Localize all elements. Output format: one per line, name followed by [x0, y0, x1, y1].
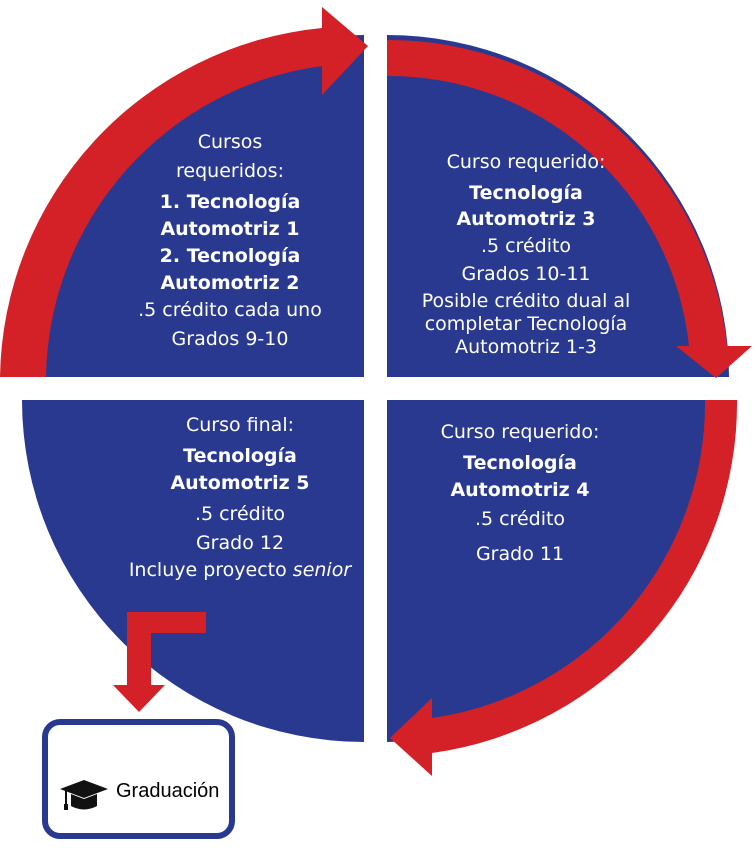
- course-1-title: 1. Tecnología: [159, 191, 301, 213]
- quadrant-top-left-text: Cursos requeridos: 1. Tecnología Automot…: [110, 131, 350, 351]
- label-requeridos: requeridos:: [176, 160, 284, 182]
- course-3-title: Tecnología: [469, 182, 583, 204]
- grade-text: Grado 11: [475, 543, 565, 565]
- dual-credit-line-3: Automotriz 1-3: [455, 336, 597, 358]
- course-4-title: Tecnología: [463, 452, 577, 474]
- course-4-subtitle: Automotriz 4: [450, 479, 590, 501]
- grade-text: Grado 12: [195, 532, 285, 554]
- course-5-subtitle: Automotriz 5: [170, 472, 310, 494]
- dual-credit-line-2: completar Tecnología: [424, 313, 628, 335]
- label-curso-requerido: Curso requerido:: [446, 151, 606, 173]
- quadrant-top-right: [387, 35, 729, 377]
- graduation-box: Graduación: [42, 719, 235, 839]
- quadrant-bottom-right: [387, 400, 729, 742]
- label-curso-requerido: Curso requerido:: [440, 421, 600, 443]
- credit-text: .5 crédito: [480, 235, 572, 257]
- credit-text: .5 crédito: [474, 508, 566, 530]
- grades-text: Grados 10-11: [461, 263, 591, 285]
- label-curso-final: Curso final:: [185, 414, 295, 436]
- graduation-cap-icon: [60, 780, 108, 810]
- course-1-subtitle: Automotriz 1: [160, 218, 300, 240]
- course-2-subtitle: Automotriz 2: [160, 272, 300, 294]
- credit-text: .5 crédito: [194, 503, 286, 525]
- arrow-bottom-right: [390, 400, 738, 776]
- senior-project-prefix: Incluye proyecto: [128, 559, 287, 581]
- credit-text: .5 crédito cada uno: [138, 299, 322, 321]
- course-2-title: 2. Tecnología: [159, 245, 301, 267]
- graduation-label: Graduación: [116, 780, 220, 802]
- quadrant-bottom-left: [22, 400, 364, 742]
- senior-project-text: Incluye proyecto senior: [110, 559, 370, 582]
- label-cursos: Cursos: [197, 131, 263, 153]
- arrow-top-left: [0, 7, 368, 377]
- course-5-title: Tecnología: [183, 445, 297, 467]
- arrow-top-right: [387, 39, 752, 379]
- grades-text: Grados 9-10: [171, 328, 289, 350]
- arrow-to-graduation: [113, 612, 206, 712]
- dual-credit-line-1: Posible crédito dual al: [421, 290, 631, 312]
- quadrant-top-left: [22, 35, 364, 377]
- quadrant-top-right-text: Curso requerido: Tecnología Automotriz 3…: [396, 151, 656, 359]
- senior-word: senior: [292, 559, 352, 581]
- course-3-subtitle: Automotriz 3: [456, 208, 596, 230]
- quadrant-bottom-right-text: Curso requerido: Tecnología Automotriz 4…: [400, 421, 640, 566]
- quadrant-bottom-left-text: Curso final: Tecnología Automotriz 5 .5 …: [110, 414, 370, 582]
